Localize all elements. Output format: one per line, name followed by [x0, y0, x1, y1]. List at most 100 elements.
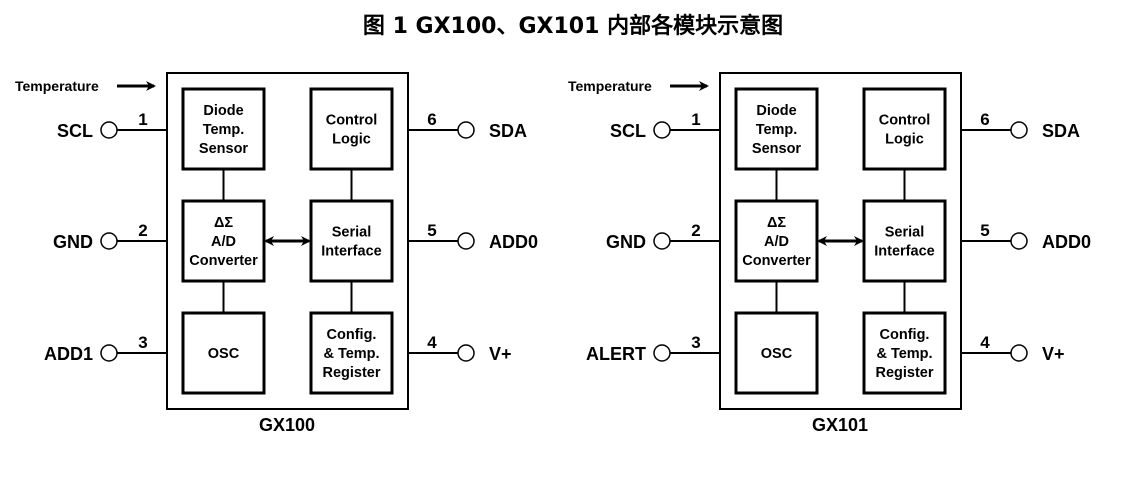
block-control-box: [862, 87, 947, 171]
pin-number: 4: [980, 333, 990, 352]
block-serial-label: Interface: [874, 244, 934, 260]
pin-terminal-icon: [653, 344, 671, 362]
pin-name: V+: [489, 344, 512, 364]
temperature-label: Temperature: [568, 78, 652, 94]
pin-terminal-icon: [653, 121, 671, 139]
pin-terminal-icon: [1010, 344, 1028, 362]
pin-terminal-icon: [100, 232, 118, 250]
pin-name: ALERT: [586, 344, 646, 364]
pin-number: 2: [138, 221, 147, 240]
block-serial-box: [309, 199, 394, 283]
pin-vplus: 4V+: [961, 333, 1065, 364]
pin-terminal-icon: [457, 121, 475, 139]
block-serial-label: Serial: [332, 225, 372, 241]
pin-number: 5: [427, 221, 436, 240]
pin-name: SDA: [489, 121, 527, 141]
block-register: Config.& Temp.Register: [862, 311, 947, 395]
block-adc-label: Converter: [742, 253, 811, 269]
pin-number: 1: [138, 110, 147, 129]
block-adc-label: A/D: [211, 234, 236, 250]
diagram-gx101: TemperatureDiodeTemp.SensorControlLogicΔ…: [568, 72, 1091, 435]
pin-name: SCL: [610, 121, 646, 141]
pin-name: ADD1: [44, 344, 93, 364]
pin-number: 3: [691, 333, 700, 352]
pin-number: 6: [980, 110, 989, 129]
block-osc: OSC: [734, 311, 819, 395]
block-control-label: Logic: [885, 132, 924, 148]
pin-vplus: 4V+: [408, 333, 512, 364]
pin-number: 3: [138, 333, 147, 352]
block-control-box: [309, 87, 394, 171]
block-adc-label: A/D: [764, 234, 789, 250]
pin-number: 5: [980, 221, 989, 240]
block-control-label: Logic: [332, 132, 371, 148]
block-sensor-label: Sensor: [752, 141, 802, 157]
block-adc: ΔΣ A/D Converter: [734, 199, 819, 283]
chip-name: GX100: [259, 415, 315, 435]
block-register-label: Config.: [880, 327, 930, 343]
pin-terminal-icon: [1010, 232, 1028, 250]
pin-number: 6: [427, 110, 436, 129]
block-adc: ΔΣ A/D Converter: [181, 199, 266, 283]
block-adc-label: Converter: [189, 253, 258, 269]
block-sensor-box: [181, 87, 266, 171]
pin-name: GND: [53, 232, 93, 252]
temperature-label: Temperature: [15, 78, 99, 94]
block-register-label: Register: [322, 365, 380, 381]
block-control-label: Control: [326, 113, 378, 129]
pin-name: GND: [606, 232, 646, 252]
block-serial-label: Interface: [321, 244, 381, 260]
chip-name: GX101: [812, 415, 868, 435]
pin-number: 1: [691, 110, 700, 129]
pin-name: SDA: [1042, 121, 1080, 141]
block-serial-label: Serial: [885, 225, 925, 241]
block-sensor-box: [734, 87, 819, 171]
pin-terminal-icon: [653, 232, 671, 250]
block-sensor-label: Diode: [203, 103, 243, 119]
block-adc-label: ΔΣ: [767, 215, 786, 231]
pin-terminal-icon: [100, 344, 118, 362]
block-register-label: Config.: [327, 327, 377, 343]
pin-name: V+: [1042, 344, 1065, 364]
block-osc: OSC: [181, 311, 266, 395]
block-register-label: & Temp.: [876, 346, 932, 362]
pin-terminal-icon: [457, 232, 475, 250]
figure-title: 图 1 GX100、GX101 内部各模块示意图: [362, 14, 784, 39]
block-sensor-label: Temp.: [756, 122, 798, 138]
block-serial-box: [862, 199, 947, 283]
block-adc-label: ΔΣ: [214, 215, 233, 231]
block-register-label: & Temp.: [323, 346, 379, 362]
block-sensor-label: Sensor: [199, 141, 249, 157]
pin-name: ADD0: [489, 232, 538, 252]
block-register: Config. & Temp. Register: [309, 311, 394, 395]
block-register-box: [309, 311, 394, 395]
pin-terminal-icon: [100, 121, 118, 139]
block-osc-label: OSC: [208, 346, 240, 362]
block-osc-box: [181, 311, 266, 395]
pin-name: ADD0: [1042, 232, 1091, 252]
block-register-box: [862, 311, 947, 395]
pin-terminal-icon: [457, 344, 475, 362]
pin-terminal-icon: [1010, 121, 1028, 139]
block-control-label: Control: [879, 113, 931, 129]
block-osc-box: [734, 311, 819, 395]
pin-name: SCL: [57, 121, 93, 141]
